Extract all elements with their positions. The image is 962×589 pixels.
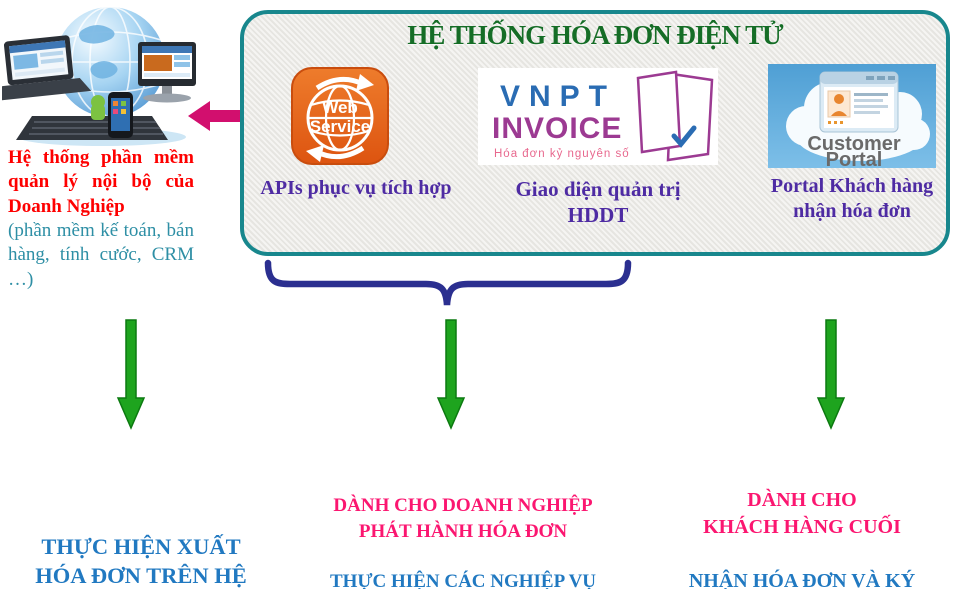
- web-service-icon-text1: Web: [322, 98, 358, 117]
- down-arrow-icon: [816, 319, 846, 430]
- customer-portal-text1: Customer: [807, 133, 901, 155]
- outcome-blue-text: THỰC HIỆN CÁC NGHIỆP VỤ HÓA ĐƠN: [329, 571, 597, 589]
- customer-portal-text2: Portal: [826, 149, 883, 168]
- vnpt-logo-tagline: Hóa đơn kỷ nguyên số: [494, 148, 630, 160]
- vnpt-logo-product: INVOICE: [492, 112, 622, 145]
- internal-software-title: Hệ thống phần mềm quản lý nội bộ của Doa…: [8, 147, 194, 217]
- outcome-enterprise-operations: DÀNH CHO DOANH NGHIỆP PHÁT HÀNH HÓA ĐƠN …: [292, 468, 634, 589]
- smartphone-shape: [108, 92, 133, 138]
- vnpt-invoice-logo: VNPT INVOICE Hóa đơn kỷ nguyên số: [478, 68, 718, 165]
- down-arrow-icon: [116, 319, 146, 430]
- invoice-book-icon: [636, 70, 714, 162]
- android-icon: [91, 95, 105, 120]
- internal-software-subtitle: (phần mềm kế toán, bán hàng, tính cước, …: [8, 219, 194, 290]
- outcome-blue-text: NHẬN HÓA ĐƠN VÀ KÝ TRẢ LẠI HÓA DƠN: [688, 570, 916, 589]
- outcome-end-customer: DÀNH CHO KHÁCH HÀNG CUỐI NHẬN HÓA ĐƠN VÀ…: [652, 460, 952, 589]
- customer-portal-icon: Customer Portal: [768, 64, 936, 168]
- devices-globe-illustration: [2, 6, 196, 146]
- outcome-pink-text: DÀNH CHO KHÁCH HÀNG CUỐI: [703, 489, 901, 538]
- monitor-shape: [138, 42, 196, 103]
- portal-label: Portal Khách hàng nhận hóa đơn: [770, 175, 934, 222]
- web-service-icon: Web Service: [291, 67, 389, 165]
- down-arrow-icon: [436, 319, 466, 430]
- outcome-internal-issuing: THỰC HIỆN XUẤT HÓA ĐƠN TRÊN HỆ THỐNG NỘI…: [2, 473, 280, 589]
- left-caption: Hệ thống phần mềm quản lý nội bộ của Doa…: [8, 146, 194, 292]
- portal-window-shape: [819, 71, 899, 133]
- system-box-title: HỆ THỐNG HÓA ĐƠN ĐIỆN TỬ: [407, 20, 783, 50]
- admin-ui-label: Giao diện quản trị HDDT: [515, 177, 681, 227]
- outcome-pink-text: DÀNH CHO DOANH NGHIỆP PHÁT HÀNH HÓA ĐƠN: [333, 495, 593, 542]
- apis-label: APIs phục vụ tích hợp: [260, 177, 452, 199]
- outcome-blue-text: THỰC HIỆN XUẤT HÓA ĐƠN TRÊN HỆ THỐNG NỘI…: [35, 533, 247, 588]
- keyboard-shape: [16, 116, 168, 140]
- brace-icon: [264, 259, 632, 306]
- vnpt-logo-name: VNPT: [500, 80, 616, 113]
- laptop-shape: [2, 35, 92, 101]
- e-invoice-system-box: HỆ THỐNG HÓA ĐƠN ĐIỆN TỬ Web: [240, 10, 950, 256]
- web-service-icon-text2: Service: [310, 117, 371, 136]
